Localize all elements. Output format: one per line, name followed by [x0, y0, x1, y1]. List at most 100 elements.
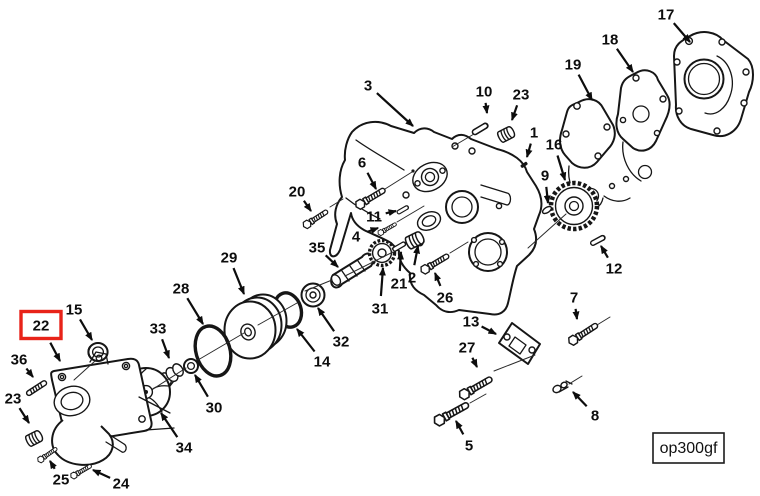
part-seal-33	[157, 363, 184, 388]
callout-label-15: 15	[66, 302, 83, 319]
callout-label-3: 3	[364, 78, 372, 95]
callout-14[interactable]: 14	[296, 328, 331, 371]
callout-35[interactable]: 35	[309, 240, 339, 268]
callout-23-top[interactable]: 23	[510, 87, 529, 122]
callout-10[interactable]: 10	[476, 84, 493, 115]
callout-8[interactable]: 8	[572, 391, 599, 425]
callout-label-35: 35	[309, 240, 326, 257]
callout-33[interactable]: 33	[150, 321, 171, 360]
callout-label-7: 7	[570, 290, 578, 307]
callout-6[interactable]: 6	[358, 155, 377, 190]
callout-label-23-bottom: 23	[5, 391, 22, 408]
callout-28[interactable]: 28	[173, 281, 204, 325]
callout-label-17: 17	[658, 7, 675, 24]
callout-label-25: 25	[53, 472, 70, 489]
callout-label-1: 1	[530, 125, 538, 142]
callout-label-31: 31	[372, 301, 389, 318]
callout-label-34: 34	[176, 440, 193, 457]
part-plug-23-top	[495, 124, 517, 144]
callout-27[interactable]: 27	[459, 340, 478, 368]
callout-label-19: 19	[565, 57, 582, 74]
callout-label-18: 18	[602, 32, 619, 49]
callout-label-24: 24	[113, 476, 130, 493]
part-washer-30	[183, 358, 199, 374]
callout-36[interactable]: 36	[11, 352, 34, 378]
callout-label-9: 9	[541, 168, 549, 185]
part-pump-body-22	[50, 351, 175, 466]
part-oring-28	[193, 324, 233, 378]
callout-12[interactable]: 12	[600, 245, 622, 278]
callout-label-27: 27	[459, 340, 476, 357]
callout-30[interactable]: 30	[194, 374, 223, 417]
leader-lines	[73, 133, 611, 404]
part-dowel-1	[520, 161, 528, 168]
part-fitting-8	[552, 380, 573, 394]
part-front-cover-3	[328, 120, 543, 316]
part-bolt-7	[566, 320, 601, 348]
highlight-box	[19, 309, 63, 341]
figure-code: op300gf	[660, 440, 718, 457]
part-shaft-35	[330, 252, 374, 289]
part-gasket-13	[498, 322, 541, 365]
callout-label-32: 32	[333, 334, 350, 351]
callout-18[interactable]: 18	[602, 32, 634, 73]
callout-17[interactable]: 17	[658, 7, 691, 43]
callout-34[interactable]: 34	[160, 412, 193, 457]
callout-label-28: 28	[173, 281, 190, 298]
callout-label-10: 10	[476, 84, 493, 101]
callout-label-14: 14	[314, 354, 331, 371]
callout-label-2: 2	[408, 270, 416, 287]
part-bolt-27	[456, 373, 495, 402]
callout-label-5: 5	[465, 438, 473, 455]
callout-23-bottom[interactable]: 23	[5, 391, 30, 424]
callout-11[interactable]: 11	[366, 209, 398, 226]
callout-label-22: 22	[33, 318, 50, 335]
part-gasket-18	[615, 69, 671, 182]
part-pulley-29	[223, 293, 288, 360]
callout-label-26: 26	[437, 290, 454, 307]
callout-7[interactable]: 7	[570, 290, 580, 321]
part-stud-36	[24, 379, 49, 398]
callout-5[interactable]: 5	[455, 420, 473, 455]
callout-2[interactable]: 2	[408, 244, 421, 287]
callout-label-29: 29	[221, 250, 238, 267]
part-gear-31	[367, 238, 397, 268]
callout-1[interactable]: 1	[525, 125, 538, 159]
callout-label-8: 8	[591, 408, 599, 425]
callout-label-36: 36	[11, 352, 28, 369]
callout-13[interactable]: 13	[463, 314, 497, 335]
callout-4[interactable]: 4	[352, 226, 380, 246]
callout-21[interactable]: 21	[391, 250, 408, 293]
callout-label-13: 13	[463, 314, 480, 331]
callout-16[interactable]: 16	[546, 137, 567, 182]
callout-label-4: 4	[352, 229, 361, 246]
callout-19[interactable]: 19	[565, 57, 593, 101]
callout-label-21: 21	[391, 276, 408, 293]
part-pin-10	[470, 121, 490, 137]
callout-label-16: 16	[546, 137, 563, 154]
callout-9[interactable]: 9	[541, 168, 551, 205]
callout-25[interactable]: 25	[49, 460, 70, 489]
callout-32[interactable]: 32	[317, 307, 350, 351]
part-cover-19	[559, 98, 631, 209]
callout-15[interactable]: 15	[66, 302, 93, 341]
callout-31[interactable]: 31	[372, 266, 389, 318]
part-key-9	[541, 205, 553, 215]
callout-3[interactable]: 3	[364, 78, 414, 127]
part-plug-23-bottom	[23, 428, 45, 448]
callout-label-30: 30	[206, 400, 223, 417]
callout-label-11: 11	[366, 209, 382, 226]
callout-20[interactable]: 20	[289, 184, 312, 212]
callout-29[interactable]: 29	[221, 250, 246, 296]
part-bearing-32	[300, 282, 326, 308]
callout-22-highlighted[interactable]: 22	[19, 309, 63, 362]
callout-24[interactable]: 24	[92, 469, 130, 493]
part-pin-12	[589, 234, 607, 247]
callout-label-6: 6	[358, 155, 366, 172]
callout-26[interactable]: 26	[433, 271, 454, 307]
part-gear-16	[548, 180, 600, 232]
callout-label-33: 33	[150, 321, 167, 338]
